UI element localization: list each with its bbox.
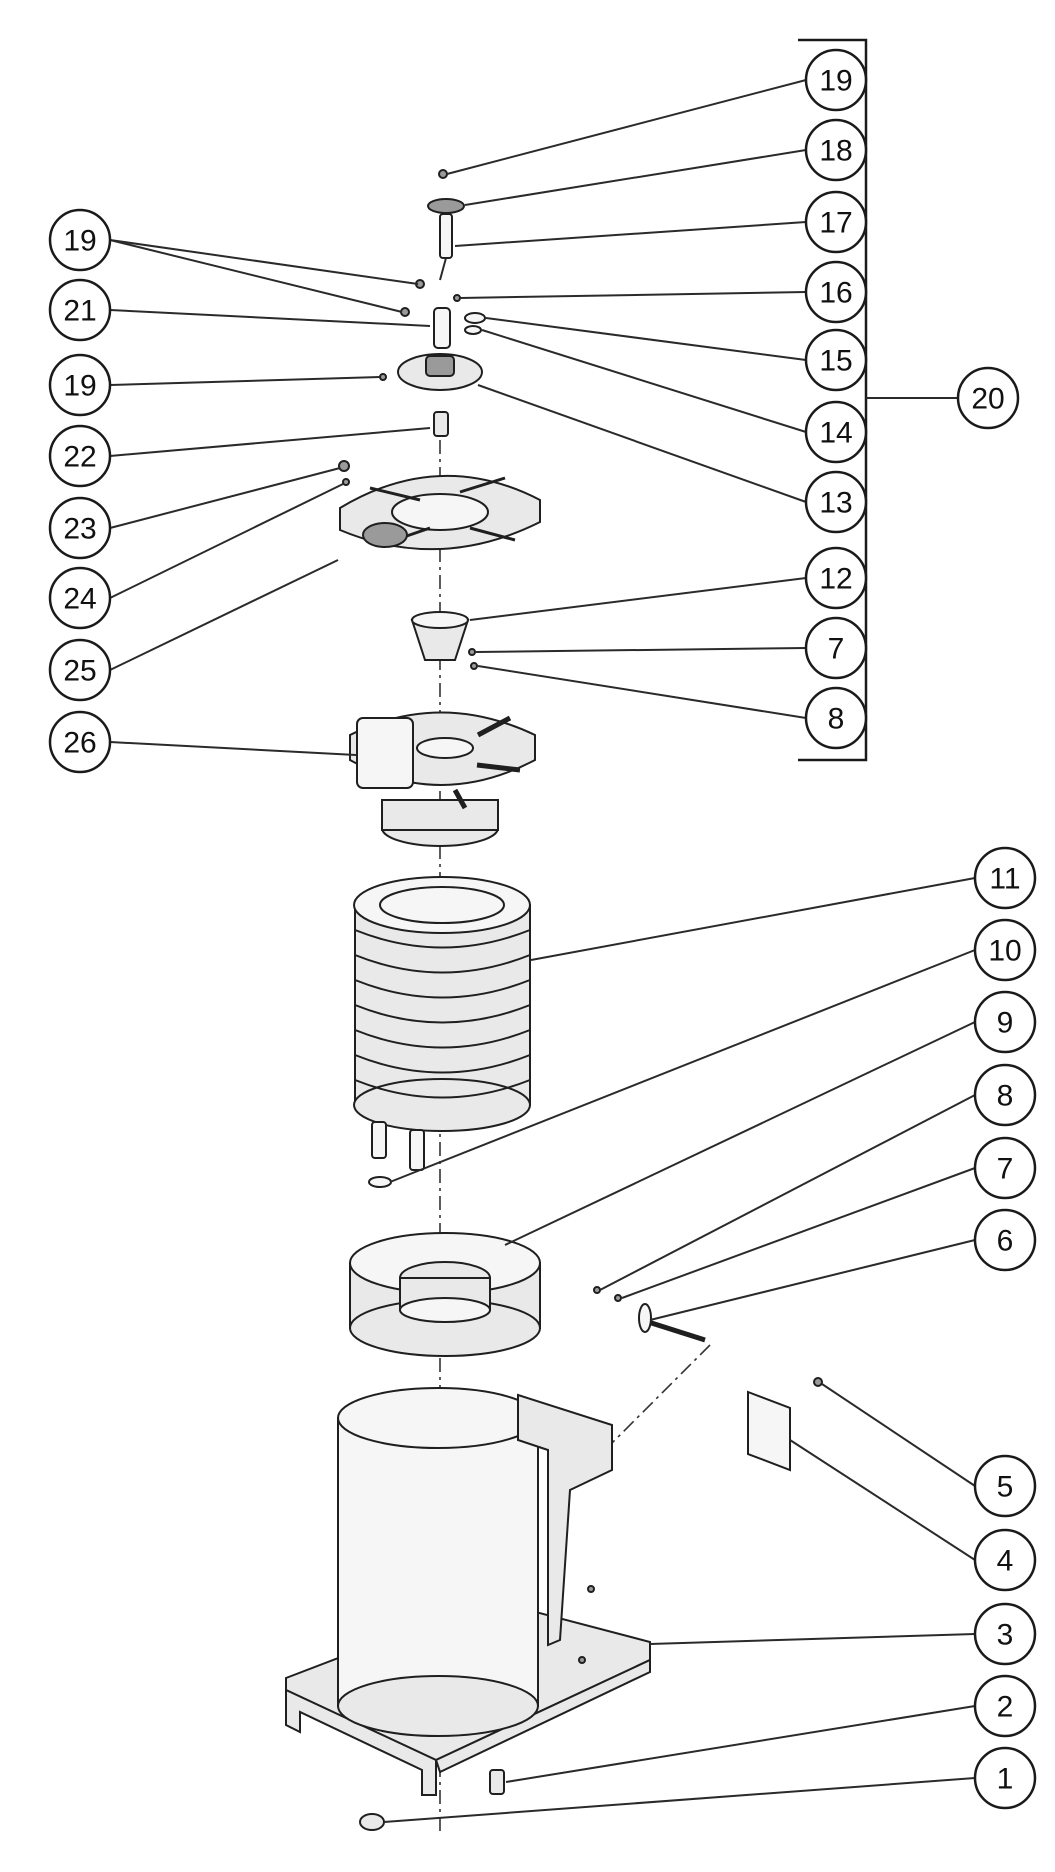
svg-text:19: 19 [63,370,96,403]
svg-text:8: 8 [828,703,845,736]
callout-7-lower: 7 [973,1136,1037,1200]
svg-text:6: 6 [997,1225,1014,1258]
callout-12: 12 [804,546,868,610]
svg-text:24: 24 [63,583,96,616]
callout-10: 10 [973,918,1037,982]
callout-15: 15 [804,328,868,392]
svg-text:21: 21 [63,295,96,328]
burner-head-assembly [379,169,486,437]
callout-18: 18 [804,118,868,182]
svg-text:18: 18 [819,135,852,168]
callout-24: 24 [48,566,112,630]
callout-9: 9 [973,990,1037,1054]
svg-text:5: 5 [997,1471,1014,1504]
bottom-fittings [359,1769,505,1831]
svg-text:17: 17 [819,207,852,240]
callout-25: 25 [48,638,112,702]
svg-text:14: 14 [819,417,852,450]
callout-4: 4 [973,1528,1037,1592]
svg-text:2: 2 [997,1691,1014,1724]
callout-21: 21 [48,278,112,342]
callout-8-lower: 8 [973,1063,1037,1127]
svg-text:15: 15 [819,345,852,378]
assembly-bracket [798,38,868,762]
svg-text:3: 3 [997,1619,1014,1652]
burner-cover-plate [338,460,541,551]
callout-20: 20 [956,366,1020,430]
svg-text:25: 25 [63,655,96,688]
svg-text:20: 20 [971,383,1004,416]
svg-text:26: 26 [63,727,96,760]
svg-text:8: 8 [997,1080,1014,1113]
callout-19-left-lower: 19 [48,353,112,417]
callout-19-top: 19 [804,48,868,112]
svg-text:7: 7 [828,633,845,666]
combustion-chamber-ring [349,1232,541,1357]
leader-lines [109,79,976,1823]
svg-text:9: 9 [997,1007,1014,1040]
appliance-housing [285,1387,651,1796]
callout-11: 11 [973,846,1037,910]
callout-6: 6 [973,1208,1037,1272]
svg-text:4: 4 [997,1545,1014,1578]
heat-exchanger-coil [353,876,531,1188]
callout-19-left: 19 [48,208,112,272]
svg-text:19: 19 [63,225,96,258]
svg-text:16: 16 [819,277,852,310]
callout-22: 22 [48,424,112,488]
callout-3: 3 [973,1602,1037,1666]
svg-text:7: 7 [997,1153,1014,1186]
svg-text:13: 13 [819,487,852,520]
callout-13: 13 [804,470,868,534]
svg-text:1: 1 [997,1763,1014,1796]
callout-16: 16 [804,260,868,324]
flame-cone [410,611,478,670]
svg-text:23: 23 [63,513,96,546]
callout-1: 1 [973,1746,1037,1810]
callout-5: 5 [973,1454,1037,1518]
burner-base [349,711,536,847]
callout-8-upper: 8 [804,686,868,750]
callout-23: 23 [48,496,112,560]
callout-26: 26 [48,710,112,774]
svg-text:19: 19 [819,65,852,98]
svg-text:12: 12 [819,563,852,596]
svg-text:22: 22 [63,441,96,474]
callout-7-upper: 7 [804,616,868,680]
side-probe-parts [579,1286,823,1476]
svg-text:10: 10 [988,935,1021,968]
callout-17: 17 [804,190,868,254]
svg-text:11: 11 [989,863,1020,896]
callout-14: 14 [804,400,868,464]
callout-2: 2 [973,1674,1037,1738]
